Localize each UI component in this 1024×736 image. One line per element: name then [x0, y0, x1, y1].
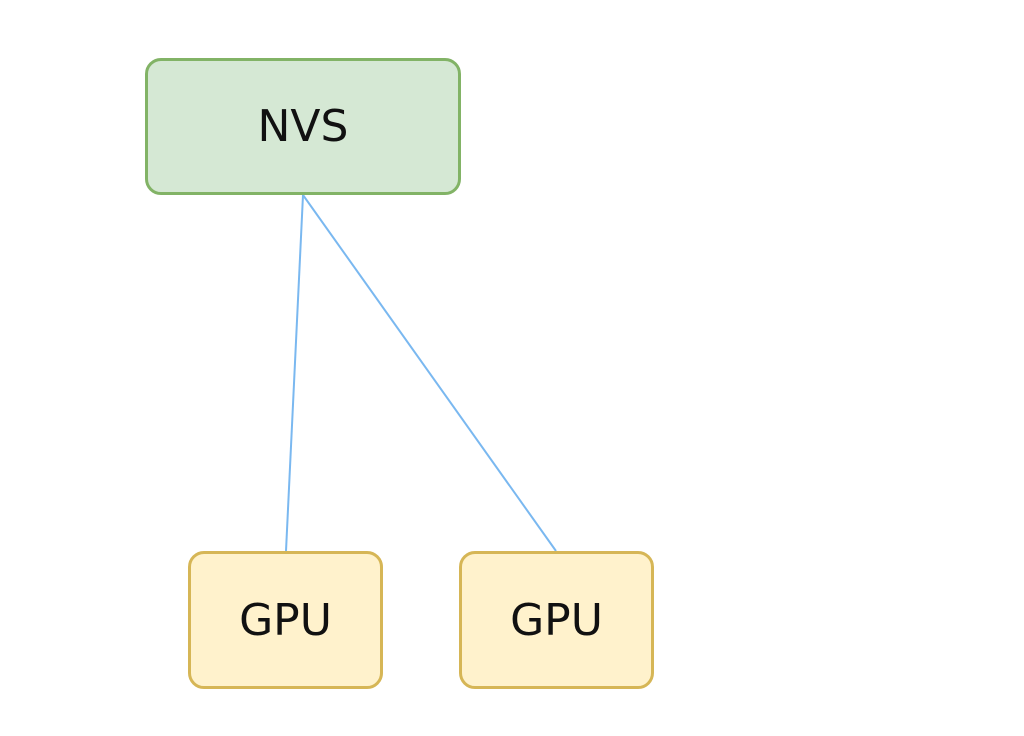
- gpu-node-1-label: GPU: [239, 594, 332, 646]
- gpu-node-2[interactable]: GPU: [459, 551, 654, 689]
- gpu-node-2-label: GPU: [510, 594, 603, 646]
- nvs-node-label: NVS: [257, 101, 349, 152]
- edge-nvs-gpu-1: [285, 194, 304, 552]
- nvs-node[interactable]: NVS: [145, 58, 461, 195]
- edge-nvs-gpu-2: [302, 194, 557, 552]
- gpu-node-1[interactable]: GPU: [188, 551, 383, 689]
